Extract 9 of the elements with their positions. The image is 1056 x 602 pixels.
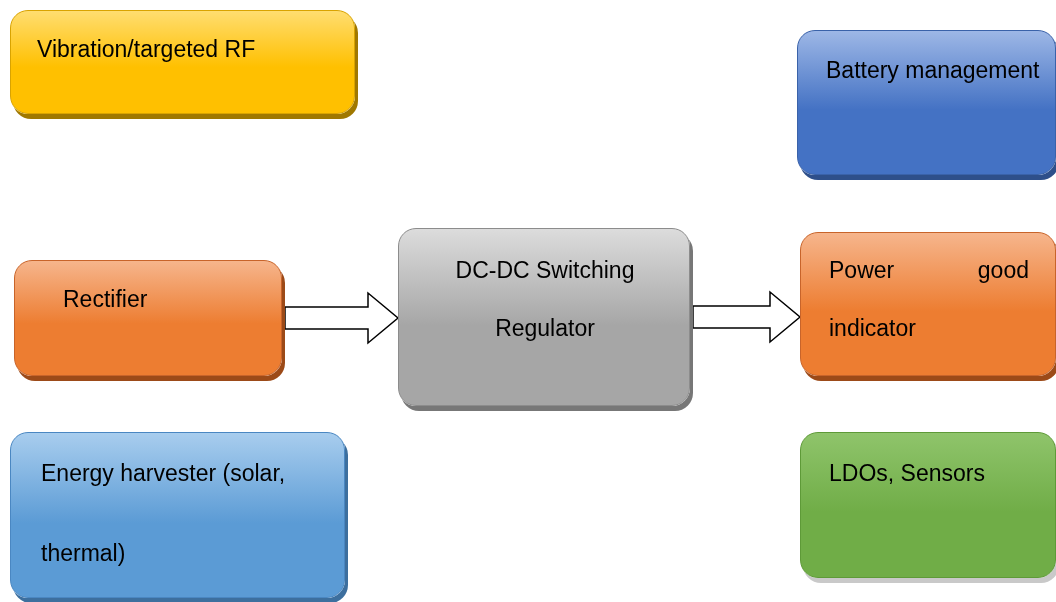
box-label: DC-DC Switching Regulator [454, 256, 636, 343]
box-label: Vibration/targeted RF [37, 35, 257, 64]
box-label: LDOs, Sensors [829, 459, 986, 488]
box-label: Battery management [826, 56, 1041, 85]
block-arrow [692, 290, 802, 344]
box-label: Rectifier [63, 285, 149, 314]
block-arrow [284, 291, 400, 345]
box-label: Power good indicator [829, 256, 1029, 343]
box-label: Energy harvester (solar, thermal) [41, 459, 287, 568]
